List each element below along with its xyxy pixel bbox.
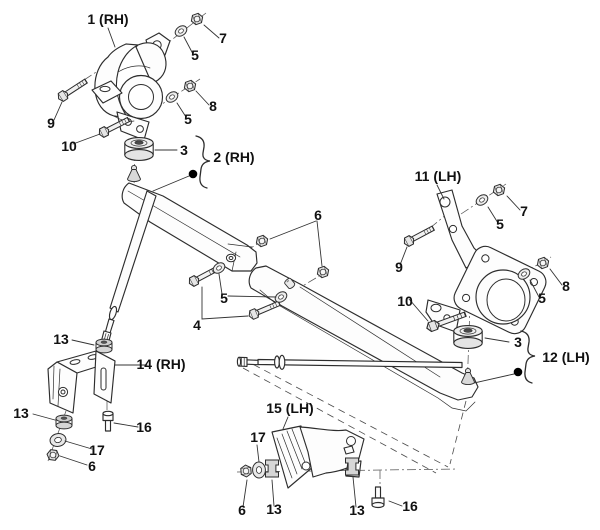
brace-lh-12 [520,330,536,384]
washer-5-lh-upper [473,192,491,208]
nut-8-lh [535,255,551,271]
part-label-6-lh: 6 [238,502,246,518]
part-label-5-rh-upper: 5 [191,47,199,63]
bolt-4-rear [246,298,282,321]
bolt-9-lh [401,223,436,249]
nut-6-front [254,233,270,249]
callout-dot-lh-12 [513,367,523,377]
part-label-9-lh: 9 [395,259,403,275]
part-label-5-rh-lower: 5 [184,111,192,127]
washer-17-lh [251,461,267,479]
bushing-13-rh-lower [55,414,73,430]
bolt-16-lh [371,486,385,509]
arm-lh-pin [284,277,296,289]
part-label-16-rh: 16 [136,419,152,435]
part-label-3-lh: 3 [514,334,522,350]
part-label-10-rh: 10 [61,138,77,154]
part-label-13-lh-rear: 13 [349,502,365,518]
part-label-16-lh: 16 [402,498,418,514]
knuckle-lh-11 [425,189,547,335]
nut-8-rh [182,78,198,94]
part-label-8-rh: 8 [209,98,217,114]
torsion-bar-rh [100,190,157,344]
washer-5-rh-lower [163,89,181,105]
arm-rh-stud [127,164,141,183]
brace-rh-2 [195,135,211,189]
part-label-6-rh: 6 [88,458,96,474]
part-label-5-center: 5 [220,290,228,306]
part-label-11-lh: 11 (LH) [415,168,462,184]
nut-6-lh [239,464,253,478]
nut-6-rear [315,264,331,280]
washer-17-rh [48,431,68,449]
part-label-5-lh-upper: 5 [496,216,504,232]
leader-lines [32,24,563,508]
part-label-17-rh: 17 [89,442,105,458]
part-label-13-lh-front: 13 [266,501,282,517]
part-label-13-rh-lower: 13 [13,405,29,421]
knuckle-rh-1 [91,32,171,141]
bushing-13-rh-upper [95,338,113,354]
arm-lh-12 [248,265,479,412]
part-label-9-rh: 9 [47,115,55,131]
part-label-1-rh: 1 (RH) [87,11,128,27]
part-label-8-lh: 8 [562,278,570,294]
projection-lines [242,358,467,474]
part-label-13-rh-upper: 13 [53,331,69,347]
torsion-bar-lh [236,354,463,370]
part-label-6-center: 6 [314,207,322,223]
part-label-17-lh: 17 [250,429,266,445]
part-label-7-rh: 7 [219,30,227,46]
part-label-5-lh-lower: 5 [538,290,546,306]
bracket-lh-15 [271,425,365,489]
washer-5-rh-upper [172,23,190,39]
part-label-15-lh: 15 (LH) [266,400,313,416]
callout-dot-rh-2 [188,169,198,179]
bolt-9-rh [55,76,90,104]
part-label-7-lh: 7 [520,203,528,219]
part-label-14-rh: 14 (RH) [136,356,185,372]
part-label-2-rh: 2 (RH) [213,149,254,165]
bushing-13-lh-front [265,459,279,478]
part-label-3-rh: 3 [180,142,188,158]
part-label-4-center: 4 [193,317,201,333]
part-label-10-lh: 10 [397,293,413,309]
bracket-rh-14 [47,350,116,414]
bushing-3-rh [124,137,154,161]
bushing-3-lh [453,325,483,349]
bolt-16-rh [102,410,114,432]
part-label-12-lh: 12 (LH) [542,349,589,365]
